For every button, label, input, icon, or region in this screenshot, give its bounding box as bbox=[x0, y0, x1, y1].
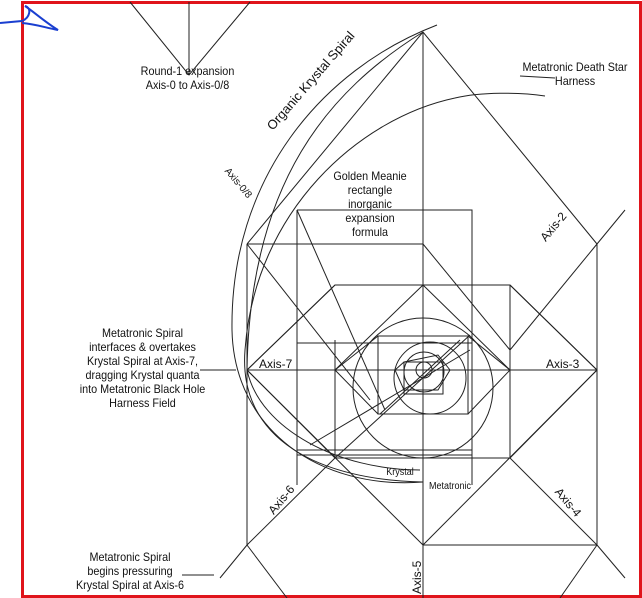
metatronic-label: Metatronic bbox=[428, 481, 472, 492]
overtakes-label: Metatronic Spiral interfaces & overtakes… bbox=[79, 326, 206, 410]
metatronic-death-star-arc bbox=[244, 92, 546, 483]
krystal-label: Krystal bbox=[386, 467, 414, 478]
blue-scribble bbox=[0, 5, 59, 31]
axis-5-label: Axis-5 bbox=[410, 560, 424, 594]
pressuring-label: Metatronic Spiral begins pressuring Krys… bbox=[75, 550, 185, 592]
golden-meanie-label: Golden Meanie rectangle inorganic expans… bbox=[333, 169, 407, 239]
geometry-lines bbox=[129, 1, 626, 598]
organic-krystal-spiral bbox=[231, 24, 438, 484]
axis-7-label: Axis-7 bbox=[259, 357, 293, 371]
round1-label: Round-1 expansion Axis-0 to Axis-0/8 bbox=[140, 64, 235, 92]
red-frame bbox=[21, 1, 642, 598]
axis-3-label: Axis-3 bbox=[546, 357, 580, 371]
death-star-label: Metatronic Death Star Harness bbox=[522, 60, 628, 88]
